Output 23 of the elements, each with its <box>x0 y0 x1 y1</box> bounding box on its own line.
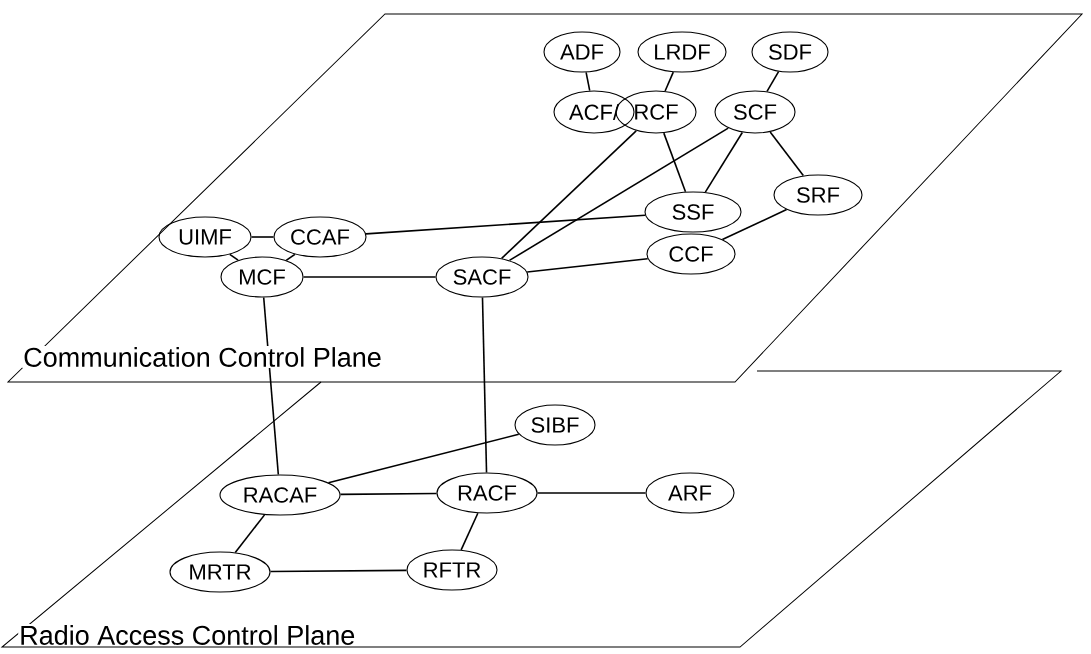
connector-line <box>585 71 591 92</box>
connector-line <box>229 253 239 261</box>
connector-line <box>234 514 266 554</box>
connector-line <box>704 131 744 193</box>
node-label: Radio Access Control Plane <box>21 625 355 645</box>
connector-line <box>766 70 780 93</box>
connector-line <box>536 492 647 494</box>
connector-line <box>262 296 280 476</box>
connector-line <box>339 492 438 496</box>
connector-line <box>664 71 675 92</box>
connector-line <box>327 433 520 484</box>
connector-line <box>250 236 275 238</box>
connector-line <box>269 569 408 573</box>
connector-line <box>500 130 637 260</box>
connector-line <box>769 131 805 177</box>
connector-line <box>365 214 646 235</box>
connector-line <box>302 276 437 278</box>
connector-line <box>481 296 488 474</box>
connector-line <box>663 132 687 193</box>
connector-line <box>285 253 296 262</box>
connector-line <box>460 512 479 551</box>
connector-line <box>508 127 730 262</box>
connector-line <box>526 257 649 273</box>
